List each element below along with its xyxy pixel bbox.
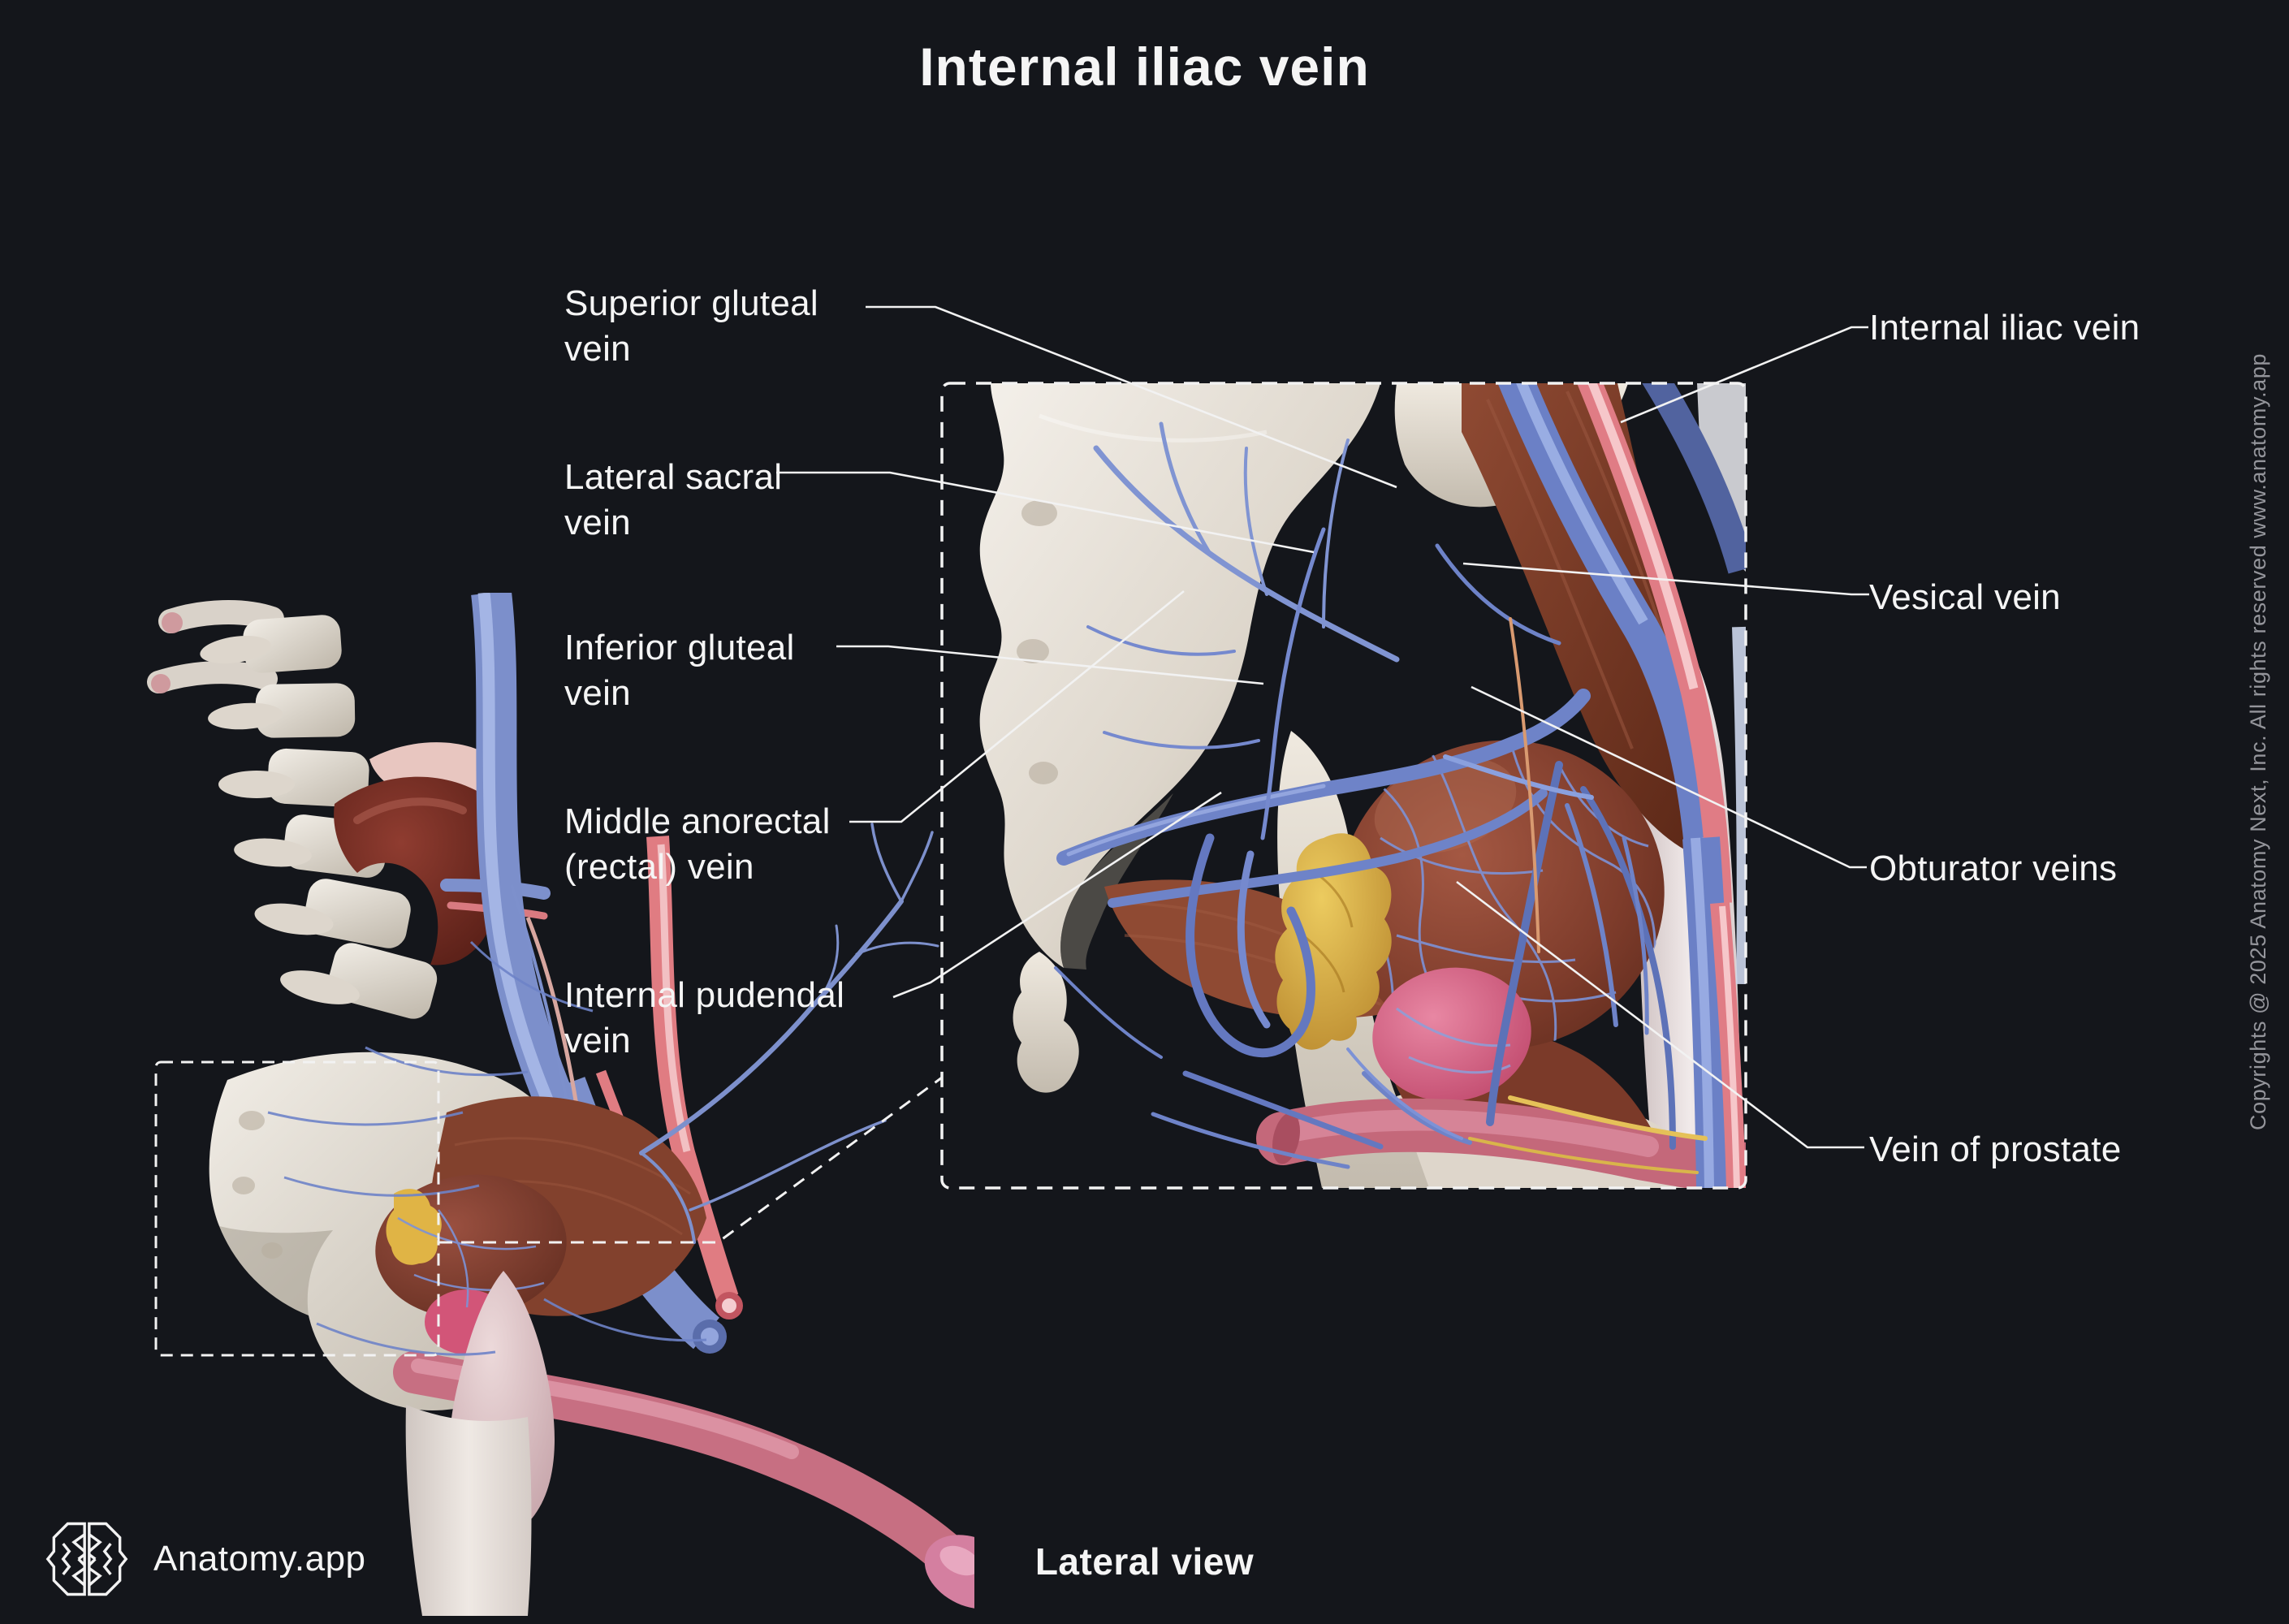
label-lateral-sacral-vein: Lateral sacral vein [564,457,783,542]
copyright-text: Copyrights @ 2025 Anatomy Next, Inc. All… [2246,352,2270,1130]
coccyx-bone [1013,952,1079,1093]
leader-internal-iliac-vein [1620,326,1868,424]
rib-stubs [147,600,284,693]
femoral-vein [1682,836,1734,1188]
label-vein-of-prostate: Vein of prostate [1869,1129,2122,1169]
view-label: Lateral view [1034,1540,1255,1583]
label-superior-gluteal-vein: Superior gluteal vein [564,283,818,369]
overview-femur [405,1405,532,1616]
brain-logo-icon [45,1522,128,1596]
label-obturator-veins: Obturator veins [1869,849,2118,888]
bladder [1340,740,1665,1050]
leader-inferior-gluteal-vein [836,645,1264,685]
kidney [334,776,502,965]
page-title: Internal iliac vein [919,37,1370,97]
label-middle-anorectal-vein: Middle anorectal (rectal) vein [564,801,831,887]
label-internal-pudendal-vein: Internal pudendal vein [564,975,845,1060]
label-vesical-vein: Vesical vein [1869,577,2061,617]
prostate [1372,967,1531,1102]
overview-anatomy-render [147,593,974,1616]
overview-highlight-box [154,1060,440,1357]
zoom-region-box [940,382,1747,1190]
pelvic-nerves [1468,617,1708,1174]
zoom-connector-line [439,1076,943,1244]
pelvic-vein-network [1054,421,1676,1169]
overview-vein-twigs [267,940,707,1356]
seminal-vesicle [1275,833,1392,1050]
leader-superior-gluteal-vein [866,305,1397,489]
leader-lines [776,305,1869,1149]
label-internal-iliac-vein: Internal iliac vein [1869,308,2140,348]
leader-obturator-veins [1471,685,1867,869]
external-iliac-vein [1642,383,1746,574]
pale-vessel [1732,626,1746,984]
brand-name: Anatomy.app [153,1539,366,1579]
leader-vein-of-prostate [1456,880,1864,1149]
leader-vesical-vein [1462,562,1869,596]
leader-internal-pudendal-vein [892,791,1222,999]
testicular-vein-tree [639,823,939,1244]
leader-lateral-sacral-vein [776,471,1315,554]
label-inferior-gluteal-vein: Inferior gluteal vein [564,628,795,713]
leader-middle-anorectal-vein [849,590,1185,823]
brand-footer: Anatomy.app [45,1520,366,1598]
